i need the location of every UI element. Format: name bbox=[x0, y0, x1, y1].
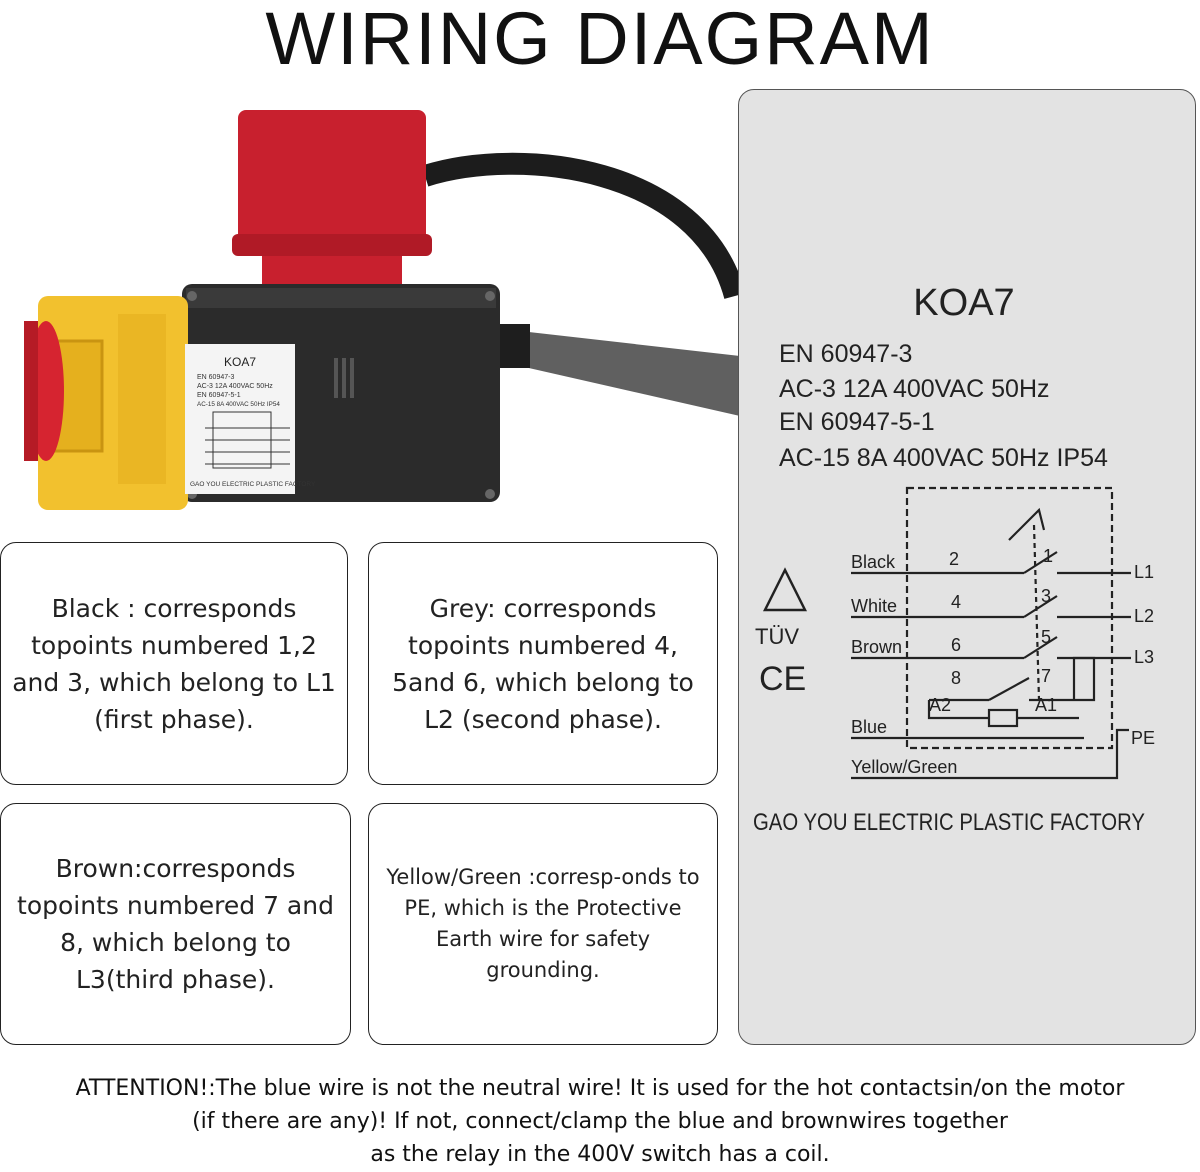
terminal-label: 4 bbox=[951, 592, 961, 612]
ce-mark: CE bbox=[759, 660, 806, 698]
product-label-line: AC-15 8A 400VAC 50Hz IP54 bbox=[197, 401, 280, 408]
attention-line: ATTENTION!:The blue wire is not the neut… bbox=[75, 1076, 1125, 1101]
output-label-l3: L3 bbox=[1134, 647, 1154, 667]
yellow-green-wire-box: Yellow/Green :corresp-onds to PE, which … bbox=[368, 803, 718, 1045]
panel-line: EN 60947-5-1 bbox=[779, 408, 935, 436]
product-label bbox=[185, 344, 295, 494]
terminal-label: 6 bbox=[951, 635, 961, 655]
wire-label-white: White bbox=[851, 596, 897, 616]
tuv-icon bbox=[762, 567, 808, 612]
panel-line: AC-15 8A 400VAC 50Hz IP54 bbox=[779, 444, 1108, 472]
attention-line: (if there are any)! If not, connect/clam… bbox=[192, 1109, 1008, 1134]
attention-line: as the relay in the 400V switch has a co… bbox=[370, 1142, 830, 1167]
black-wire-text: Black : corresponds topoints numbered 1,… bbox=[12, 593, 336, 734]
product-label-factory: GAO YOU ELECTRIC PLASTIC FACTORY bbox=[190, 481, 316, 488]
terminal-label: 2 bbox=[949, 549, 959, 569]
wire-label-blue: Blue bbox=[851, 717, 887, 737]
grey-wire-box: Grey: corresponds topoints numbered 4, 5… bbox=[368, 542, 718, 785]
wiring-schematic: KOA7 EN 60947-3 AC-3 12A 400VAC 50Hz EN … bbox=[753, 282, 1155, 836]
grey-wire-text: Grey: corresponds topoints numbered 4, 5… bbox=[392, 593, 694, 734]
brown-wire-text: Brown:corresponds topoints numbered 7 an… bbox=[17, 854, 334, 994]
terminal-label: 8 bbox=[951, 668, 961, 688]
panel-factory: GAO YOU ELECTRIC PLASTIC FACTORY bbox=[753, 809, 1145, 836]
yellow-green-wire-text: Yellow/Green :corresp-onds to PE, which … bbox=[386, 865, 700, 982]
product-label-line: EN 60947-5-1 bbox=[197, 392, 241, 399]
switch-product-illustration: KOA7 EN 60947-3 AC-3 12A 400VAC 50Hz EN … bbox=[24, 110, 740, 510]
wire-label-yellow-green: Yellow/Green bbox=[851, 757, 957, 777]
brown-wire-box: Brown:corresponds topoints numbered 7 an… bbox=[0, 803, 351, 1045]
terminal-label: 7 bbox=[1041, 666, 1051, 686]
black-wire-box: Black : corresponds topoints numbered 1,… bbox=[0, 542, 348, 785]
output-label-pe: PE bbox=[1131, 728, 1155, 748]
terminal-label: 3 bbox=[1041, 586, 1051, 606]
page-title: WIRING DIAGRAM bbox=[265, 0, 935, 80]
red-plug bbox=[238, 110, 426, 246]
label-panel: KOA7 EN 60947-3 AC-3 12A 400VAC 50Hz EN … bbox=[738, 89, 1196, 1045]
terminal-label: 1 bbox=[1043, 546, 1053, 566]
wire-label-black: Black bbox=[851, 552, 896, 572]
product-label-line: EN 60947-3 bbox=[197, 374, 234, 381]
product-label-model: KOA7 bbox=[224, 355, 256, 369]
panel-line: AC-3 12A 400VAC 50Hz bbox=[779, 375, 1050, 403]
output-label-l1: L1 bbox=[1134, 562, 1154, 582]
attention-note: ATTENTION!:The blue wire is not the neut… bbox=[0, 1072, 1200, 1171]
terminal-label: A2 bbox=[929, 695, 951, 715]
power-cable bbox=[421, 152, 740, 300]
tuv-label: TÜV bbox=[755, 624, 799, 649]
wire-label-brown: Brown bbox=[851, 637, 902, 657]
output-label-l2: L2 bbox=[1134, 606, 1154, 626]
panel-model: KOA7 bbox=[913, 282, 1014, 324]
product-label-line: AC-3 12A 400VAC 50Hz bbox=[197, 383, 273, 390]
panel-line: EN 60947-3 bbox=[779, 340, 912, 368]
terminal-label: 5 bbox=[1041, 627, 1051, 647]
terminal-label: A1 bbox=[1035, 695, 1057, 715]
